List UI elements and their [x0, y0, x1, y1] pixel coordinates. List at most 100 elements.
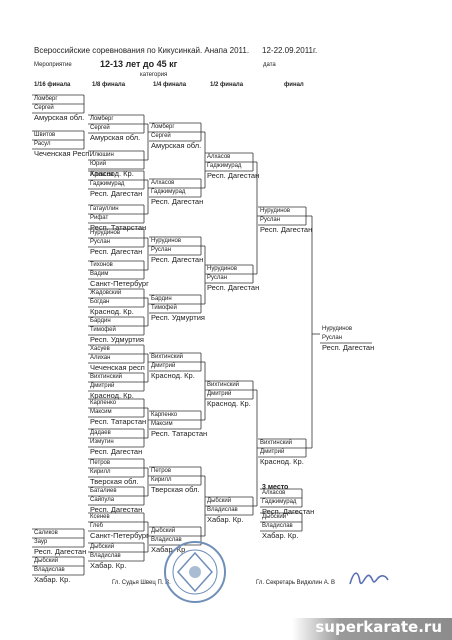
- competitor-firstname-r8-8: Алихан: [90, 355, 111, 361]
- competitor-firstname-r8-11: Измутин: [90, 439, 114, 445]
- competitor-region-r8-10: Респ. Татарстан: [90, 417, 147, 426]
- competitor-firstname-qf-2: Руслан: [151, 247, 172, 253]
- competitor-lastname-qf-1: Алхасов: [151, 180, 175, 186]
- round-header-r16: 1/16 финала: [34, 82, 71, 88]
- competitor-firstname-sf-1: Руслан: [207, 275, 228, 281]
- competitor-region-r8-14: Санкт-Петербург: [90, 531, 149, 540]
- competitor-region-qf-6: Тверская обл.: [151, 485, 200, 494]
- competitor-region-sf-1: Респ. Дагестан: [207, 283, 260, 292]
- competitor-lastname-r8-7: Бардин: [90, 318, 111, 324]
- competitor-lastname-r16-1: Швитов: [34, 132, 56, 138]
- event-label: Мероприятие: [34, 62, 72, 68]
- competitor-region-r16-3: Хабар. Кр.: [34, 575, 71, 584]
- watermark: superkarate.ru: [292, 618, 452, 640]
- competitor-region-sf-3: Хабар. Кр.: [207, 515, 244, 524]
- competitor-firstname-sf-0: Гаджимурад: [207, 163, 242, 169]
- competitor-lastname-r8-4: Нурудинов: [90, 230, 121, 236]
- competitor-firstname-qf-4: Дмитрий: [151, 363, 176, 369]
- competitor-lastname-sf-1: Нурудинов: [207, 266, 238, 272]
- competitor-region-final-1: Краснод. Кр.: [260, 457, 304, 466]
- competitor-firstname-qf-5: Максим: [151, 421, 173, 427]
- competitor-firstname-r16-0: Сергей: [34, 105, 54, 111]
- competitor-region-r8-6: Краснод. Кр.: [90, 307, 134, 316]
- competitor-lastname-qf-6: Петров: [151, 468, 172, 474]
- competitor-lastname-qf-3: Бардин: [151, 296, 172, 302]
- competitor-region-sf-0: Респ. Дагестан: [207, 171, 260, 180]
- competitor-region-r16-0: Амурская обл.: [34, 113, 85, 122]
- round-header-sf: 1/2 финала: [210, 82, 244, 88]
- competitor-lastname-r16-3: Дыбский: [34, 558, 59, 564]
- competitor-region-r16-2: Респ. Дагестан: [34, 547, 87, 556]
- competitor-firstname-r8-5: Вадим: [90, 271, 109, 277]
- competitor-lastname-final-0: Нурудинов: [260, 208, 291, 214]
- competitor-firstname-r8-4: Руслан: [90, 239, 111, 245]
- competitor-lastname-qf-4: Вихтинский: [151, 354, 184, 360]
- competitor-lastname-qf-5: Карпенко: [151, 412, 178, 418]
- competitor-firstname-r16-2: Заур: [34, 539, 48, 545]
- competitor-lastname-r16-0: Ломберг: [34, 96, 58, 102]
- competitor-lastname-r8-9: Вихтинский: [90, 374, 123, 380]
- competitor-lastname-qf-2: Нурудинов: [151, 238, 182, 244]
- competitor-firstname-r8-0: Сергей: [90, 125, 110, 131]
- competitor-firstname-r8-1: Юрий: [90, 161, 107, 167]
- competitor-firstname-third_place-1: Владислав: [262, 523, 293, 529]
- chief-judge: Гл. Судья Швец П. В.: [112, 580, 171, 586]
- event-dates: 12-22.09.2011г.: [262, 46, 318, 55]
- competitor-firstname-sf-3: Владислав: [207, 507, 238, 513]
- chief-secretary: Гл. Секретарь Видюлин А. В: [256, 580, 336, 586]
- competitor-firstname-r8-13: Сайпула: [90, 497, 115, 503]
- competitor-region-third_place-1: Хабар. Кр.: [262, 531, 299, 540]
- competitor-lastname-r8-3: Гатауллин: [90, 206, 119, 212]
- winner-firstname: Руслан: [322, 335, 343, 341]
- competitor-firstname-third_place-0: Гаджимурад: [262, 499, 297, 505]
- winner-region: Респ. Дагестан: [322, 343, 375, 352]
- competitor-lastname-r8-2: Алхасов: [90, 172, 114, 178]
- competitor-lastname-r8-12: Петров: [90, 460, 111, 466]
- competitor-lastname-r8-10: Карпенко: [90, 400, 117, 406]
- competitor-region-r8-7: Респ. Удмуртия: [90, 335, 144, 344]
- competitor-firstname-r8-10: Максим: [90, 409, 112, 415]
- federation-stamp-logo: [164, 541, 226, 603]
- competitor-lastname-qf-7: Дыбский: [151, 528, 176, 534]
- competitor-region-qf-2: Респ. Дагестан: [151, 255, 204, 264]
- competitor-lastname-r8-15: Дыбский: [90, 544, 115, 550]
- competitor-firstname-qf-3: Тимофей: [151, 305, 177, 311]
- competitor-lastname-r8-1: Илюшин: [90, 152, 114, 158]
- competitor-lastname-final-1: Вихтинский: [260, 440, 293, 446]
- competitor-region-r8-5: Санкт-Петербург: [90, 279, 149, 288]
- competitor-firstname-r8-7: Тимофей: [90, 327, 116, 333]
- competitor-firstname-r8-6: Богдан: [90, 299, 110, 305]
- competitor-firstname-qf-1: Гаджимурад: [151, 189, 186, 195]
- competitor-lastname-r8-6: Жадовский: [90, 290, 122, 296]
- competitor-firstname-sf-2: Дмитрий: [207, 391, 232, 397]
- competitor-lastname-r8-8: Хасуев: [90, 346, 110, 352]
- competitor-firstname-r8-15: Владислав: [90, 553, 121, 559]
- competitor-firstname-final-1: Дмитрий: [260, 449, 285, 455]
- competitor-lastname-sf-2: Вихтинский: [207, 382, 240, 388]
- competitor-lastname-qf-0: Ломберг: [151, 124, 175, 130]
- competitor-region-r8-13: Респ. Дагестан: [90, 505, 143, 514]
- competitor-lastname-third_place-1: Дыбский: [262, 514, 287, 520]
- category-value: 12-13 лет до 45 кг: [100, 59, 178, 69]
- competitor-lastname-r8-11: Дадаев: [90, 430, 111, 436]
- competitor-firstname-r16-1: Расул: [34, 141, 51, 147]
- competitor-region-qf-3: Респ. Удмуртия: [151, 313, 205, 322]
- competitor-firstname-qf-0: Сергей: [151, 133, 171, 139]
- competitor-region-qf-4: Краснод. Кр.: [151, 371, 195, 380]
- competitor-lastname-sf-3: Дыбский: [207, 498, 232, 504]
- competitor-lastname-r16-2: Саликов: [34, 530, 58, 536]
- competitor-region-r8-0: Амурская обл.: [90, 133, 141, 142]
- competitor-region-r8-15: Хабар. Кр.: [90, 561, 127, 570]
- competitor-region-qf-0: Амурская обл.: [151, 141, 202, 150]
- competitor-firstname-r8-9: Дмитрий: [90, 383, 115, 389]
- competitor-region-r8-4: Респ. Дагестан: [90, 247, 143, 256]
- competitor-lastname-r8-13: Баталиев: [90, 488, 117, 494]
- round-header-qf: 1/4 финала: [153, 82, 187, 88]
- competitor-region-r8-12: Тверская обл.: [90, 477, 139, 486]
- third-place-label: 3 место: [262, 484, 289, 491]
- competitor-region-r8-1: Краснод. Кр.: [90, 169, 134, 178]
- signature: [349, 572, 389, 585]
- competitor-region-r8-9: Краснод. Кр.: [90, 391, 134, 400]
